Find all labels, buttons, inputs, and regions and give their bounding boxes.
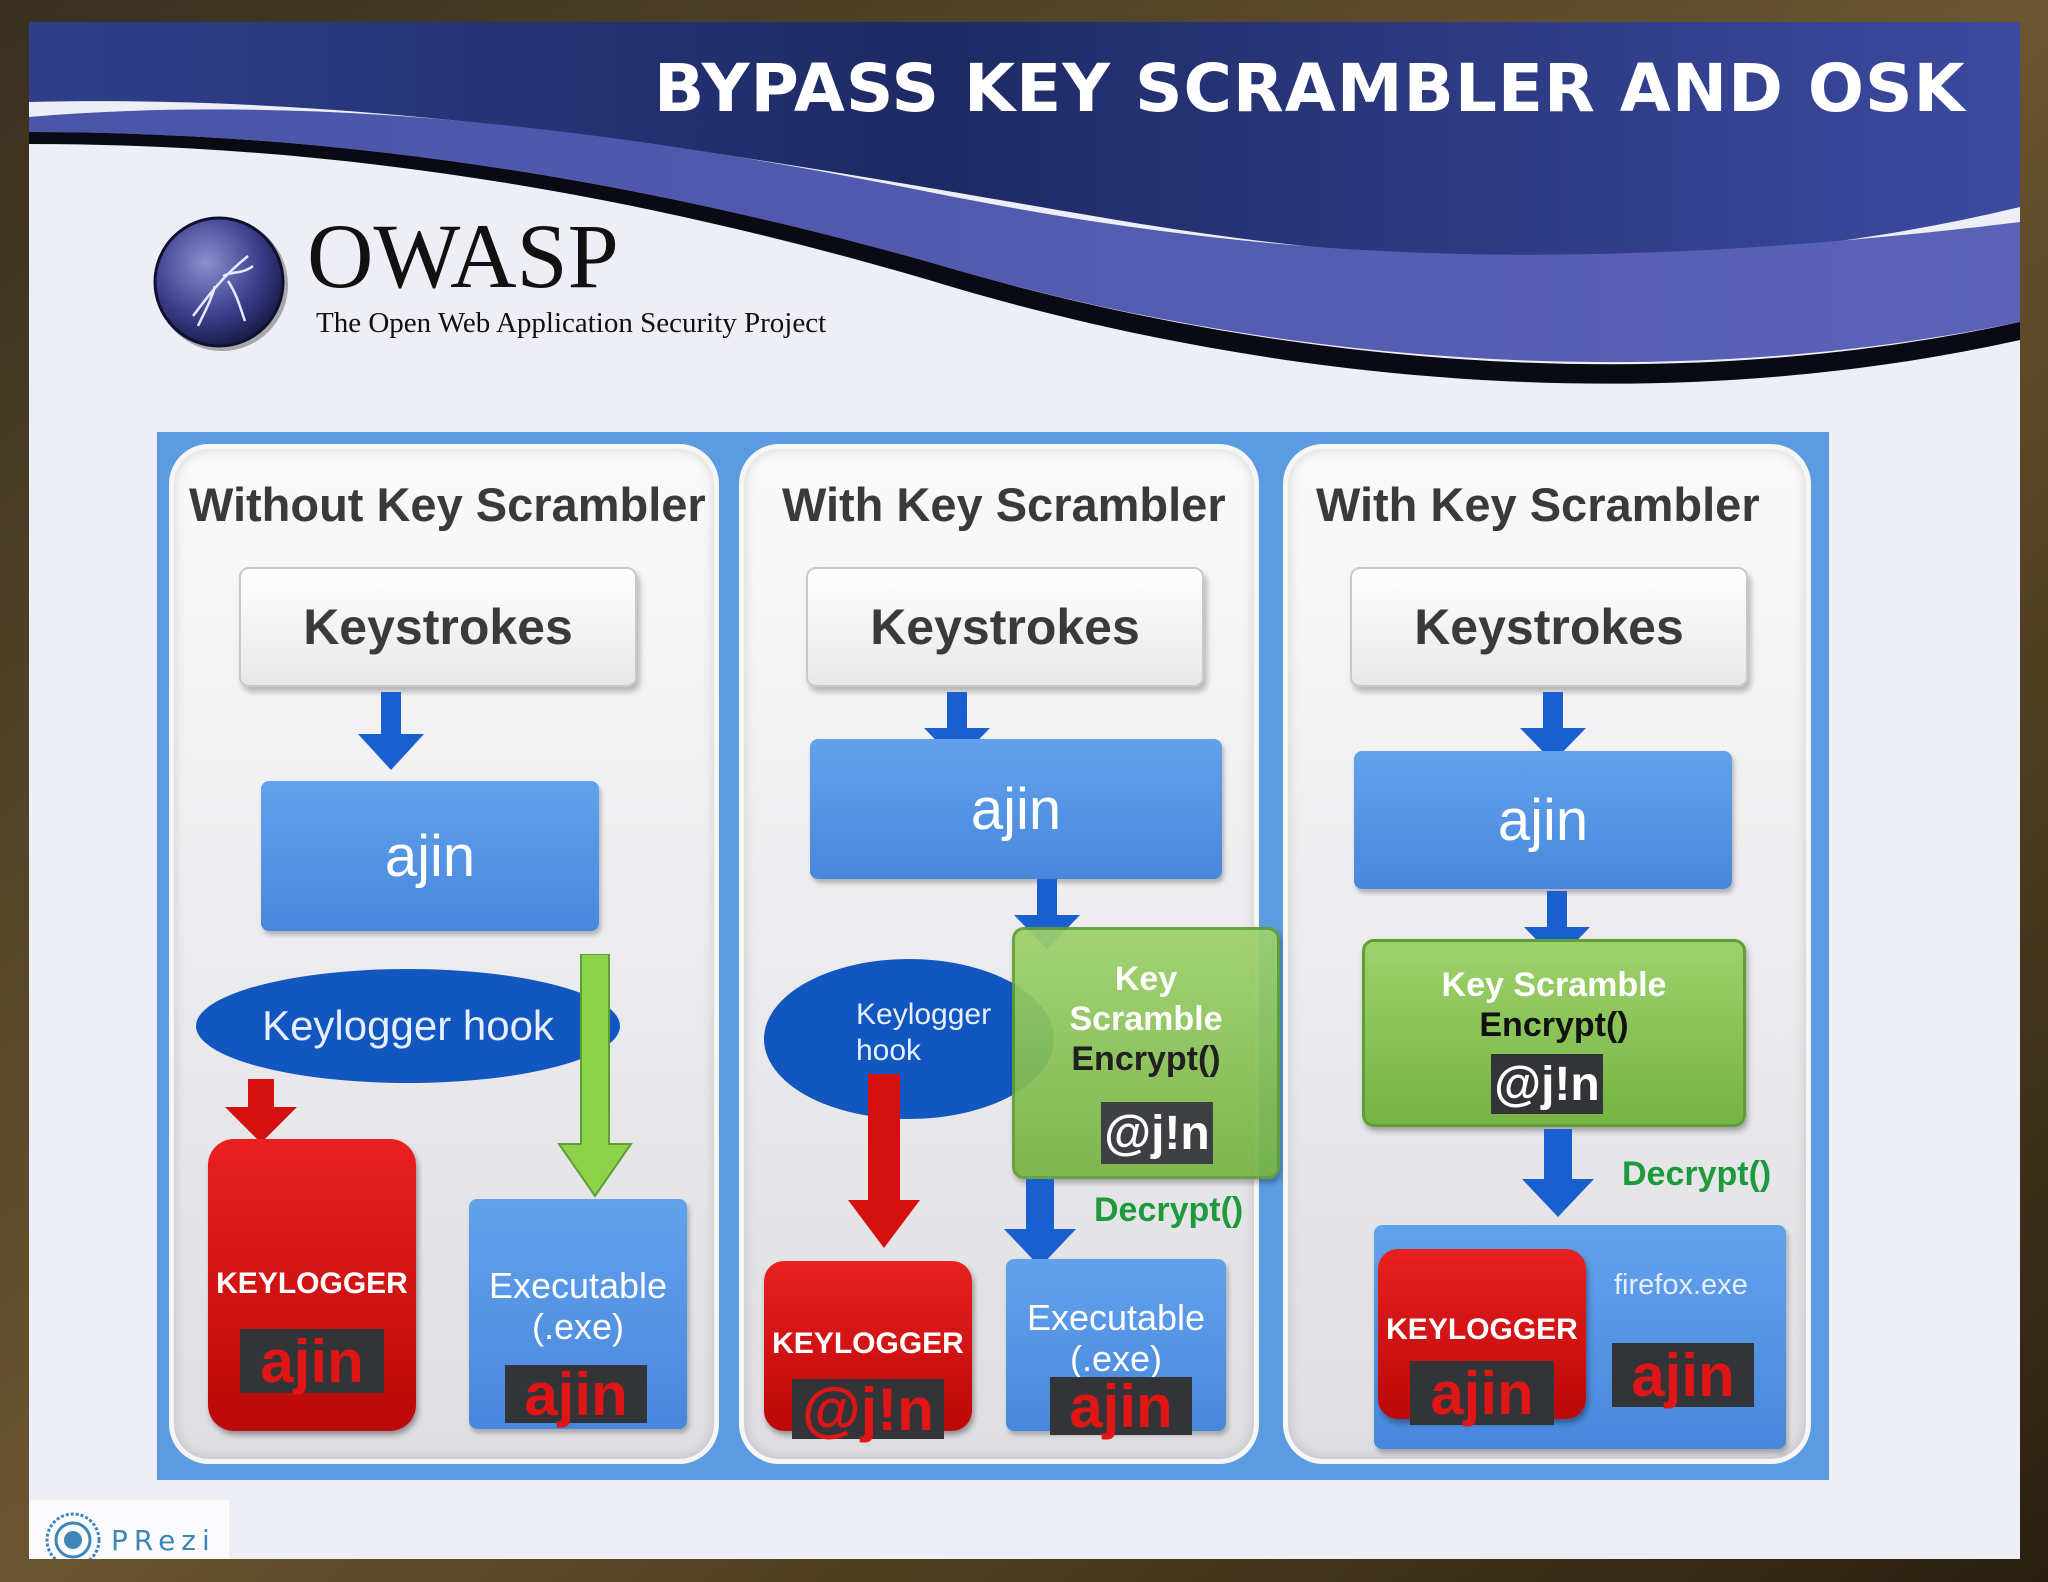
received-text: ajin [1631,1341,1735,1409]
input-value: ajin [1497,787,1589,853]
keylogger-label: KEYLOGGER [216,1267,408,1300]
owasp-tagline: The Open Web Application Security Projec… [316,307,827,339]
key-scramble-box: Key Scramble Encrypt() @j!n [1362,939,1746,1127]
panel-without-scrambler: Without Key Scrambler Keystrokes ajin Ke… [169,444,719,1464]
captured-text: @j!n [802,1375,934,1443]
panel-title: Without Key Scrambler [189,478,706,531]
executable-label-line1: Executable [488,1265,668,1306]
executable-received: ajin [1050,1373,1192,1440]
panel-with-scrambler-1: With Key Scrambler Keystrokes ajin Keylo… [739,444,1280,1464]
keylogger-diagram: Without Key Scrambler Keystrokes ajin Ke… [157,432,1829,1480]
prezi-wordmark: PRezi [111,1523,216,1557]
arrow-down-icon [358,692,424,770]
executable-label: Executable (.exe) [469,1265,687,1347]
slide-title: BYPASS KEY SCRAMBLER AND OSK [654,50,1966,127]
key-scramble-box: Key Scramble Encrypt() @j!n [1012,927,1280,1179]
executable-box: Executable (.exe) ajin [469,1199,687,1429]
captured-text: ajin [1430,1359,1534,1427]
keylogger-box: KEYLOGGER ajin [1378,1249,1586,1427]
executable-label-line1: Executable [1026,1297,1206,1338]
executable-received: ajin [505,1361,647,1428]
scramble-line2: Encrypt() [1479,1006,1629,1044]
hook-label-line2: hook [856,1034,922,1067]
scramble-output: @j!n [1101,1102,1213,1164]
hook-label-line1: Keylogger [856,998,992,1031]
input-box: ajin [1354,751,1732,889]
keylogger-label: KEYLOGGER [1386,1313,1578,1346]
executable-label-line2: (.exe) [1069,1338,1163,1379]
hook-label: Keylogger hook [262,1002,554,1049]
keylogger-capture: ajin [240,1327,384,1395]
slide: BYPASS KEY SCRAMBLER AND OSK OWASP The O… [29,22,2020,1559]
scramble-line3: Encrypt() [1071,1040,1221,1078]
received-text: ajin [1069,1372,1173,1440]
panel-with-scrambler-2: With Key Scrambler Keystrokes ajin Key S… [1283,444,1811,1464]
scramble-line2: Scramble [1069,1000,1223,1038]
decrypt-label: Decrypt() [1094,1191,1244,1229]
keylogger-box: KEYLOGGER @j!n [764,1261,972,1443]
prezi-watermark: PRezi [29,1500,229,1559]
keystrokes-box: Keystrokes [806,567,1204,687]
prezi-logo-icon [45,1512,101,1559]
scramble-line1: Key Scramble [1441,966,1667,1004]
captured-text: ajin [260,1327,364,1395]
arrow-down-red-icon [225,1079,297,1143]
decrypt-label: Decrypt() [1622,1155,1772,1193]
arrow-down-icon [1520,692,1586,762]
input-box: ajin [261,781,599,931]
input-value: ajin [384,823,476,889]
input-value: ajin [970,776,1062,842]
arrow-down-red-icon [848,1074,920,1248]
header-banner [29,22,2020,384]
process-label: firefox.exe [1614,1269,1748,1301]
panel-title: With Key Scrambler [1316,478,1760,531]
keystrokes-box: Keystrokes [239,567,637,687]
executable-label-line2: (.exe) [531,1306,625,1347]
scrambled-text: @j!n [1494,1057,1600,1111]
arrow-down-green-icon [557,954,633,1198]
owasp-name: OWASP [307,205,619,307]
keylogger-box: KEYLOGGER ajin [208,1139,416,1431]
keylogger-hook: Keylogger hook [764,959,1054,1119]
input-box: ajin [810,739,1222,879]
arrow-down-icon [1004,1179,1076,1267]
scramble-output: @j!n [1491,1054,1603,1114]
arrow-down-icon [1522,1129,1594,1217]
executable-label: Executable (.exe) [1006,1297,1226,1379]
owasp-wasp-globe-icon [153,216,288,351]
received-text: ajin [524,1360,628,1428]
executable-box: Executable (.exe) ajin [1006,1259,1226,1440]
keylogger-capture: @j!n [792,1376,944,1443]
process-received: ajin [1612,1341,1754,1409]
keylogger-capture: ajin [1410,1359,1554,1427]
keystrokes-box: Keystrokes [1350,567,1748,687]
keylogger-hook: Keylogger hook [196,969,620,1083]
panel-title: With Key Scrambler [782,478,1226,531]
scrambled-text: @j!n [1104,1106,1210,1160]
keylogger-label: KEYLOGGER [772,1327,964,1360]
scramble-line1: Key [1114,960,1178,998]
